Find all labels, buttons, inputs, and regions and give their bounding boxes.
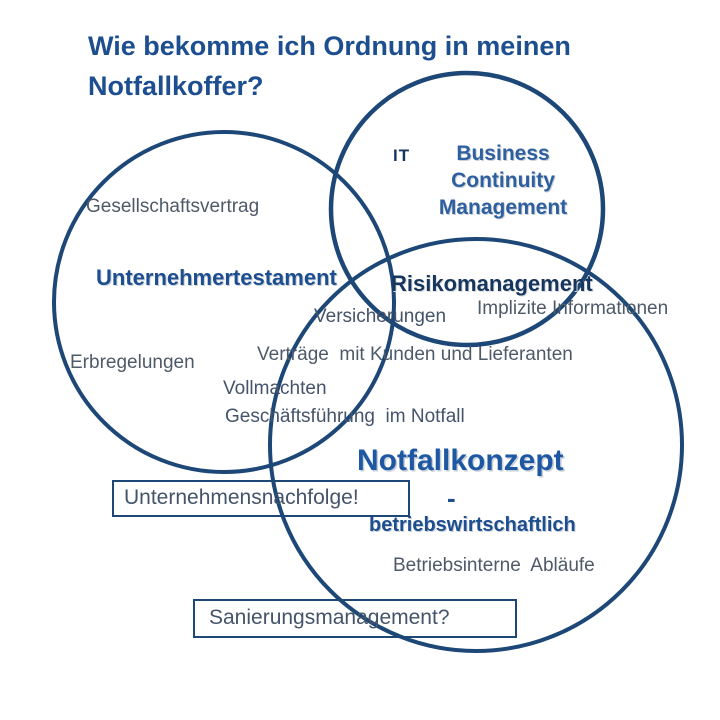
circle-notfallkonzept xyxy=(268,237,684,653)
textbox-unternehmensnachfolge: Unternehmensnachfolge! xyxy=(112,480,410,517)
label-erbregelungen: Erbregelungen xyxy=(70,352,195,373)
slide-title: Wie bekomme ich Ordnung in meinen Notfal… xyxy=(88,31,571,101)
textbox-sanierungsmanagement: Sanierungsmanagement? xyxy=(193,599,517,638)
label-betriebsinterne-ablaeufe: Betriebsinterne Abläufe xyxy=(393,555,595,576)
label-risikomanagement: Risikomanagement xyxy=(391,271,593,296)
label-dash: - xyxy=(447,483,456,513)
label-vertraege-mit-kunden-und-lieferanten: Verträge mit Kunden und Lieferanten xyxy=(257,344,573,365)
label-betriebswirtschaftlich: betriebswirtschaftlich xyxy=(369,514,576,536)
circle-unternehmertestament xyxy=(52,130,396,474)
label-unternehmertestament: Unternehmertestament xyxy=(96,265,337,290)
label-implizite-informationen: Implizite Informationen xyxy=(477,298,669,319)
label-geschaeftsfuehrung-im-notfall: Geschäftsführung im Notfall xyxy=(225,406,465,427)
label-gesellschaftsvertrag: Gesellschaftsvertrag xyxy=(86,196,260,217)
label-business-continuity-management: Business Continuity Management xyxy=(438,142,568,219)
label-vollmachten: Vollmachten xyxy=(223,378,327,399)
label-it: IT xyxy=(393,146,411,165)
label-notfallkonzept: Notfallkonzept xyxy=(357,444,564,477)
label-versicherungen: Versicherungen xyxy=(314,306,447,327)
circle-business-continuity-management xyxy=(328,70,606,348)
